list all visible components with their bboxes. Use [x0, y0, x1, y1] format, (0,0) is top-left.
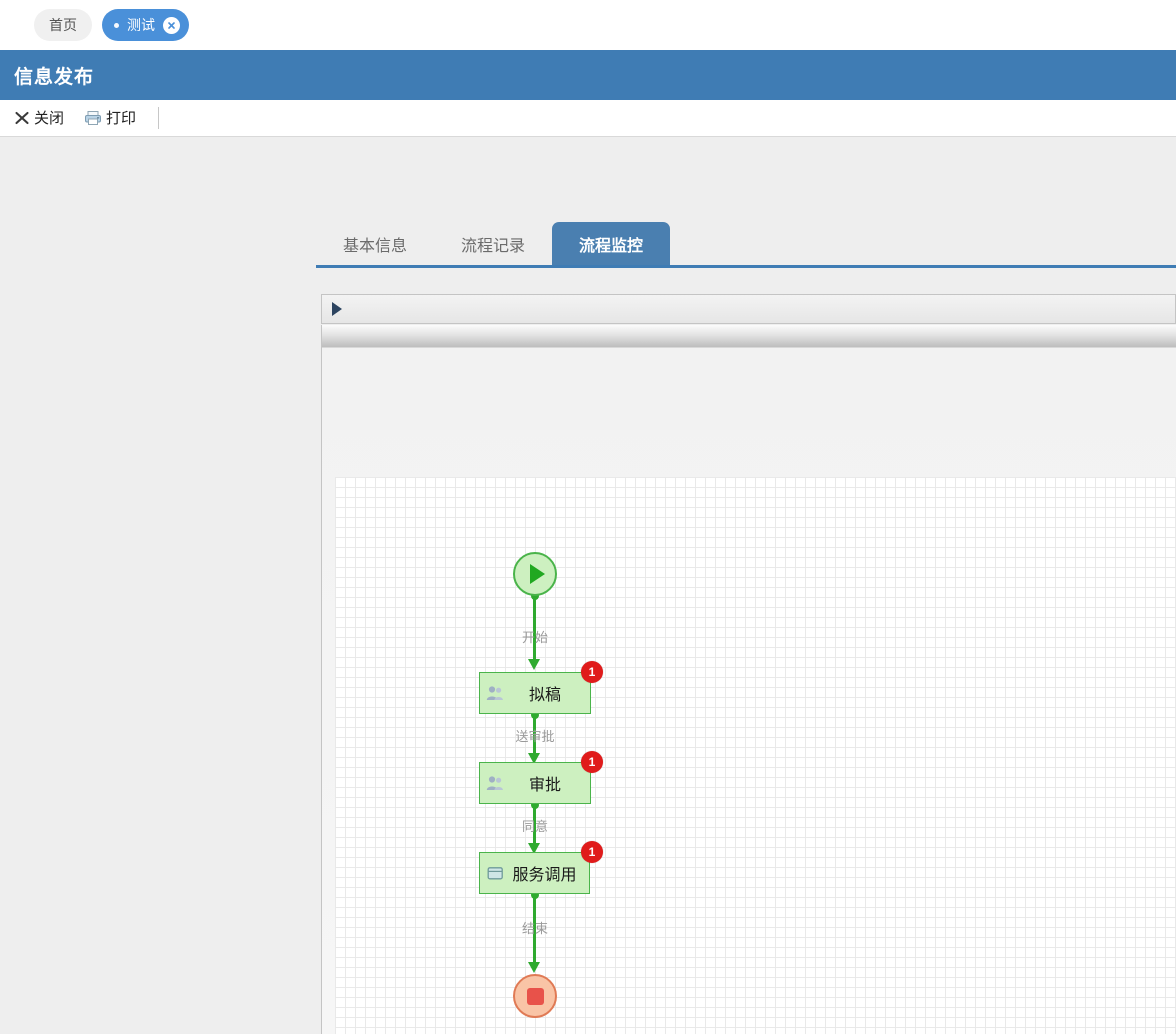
- edge-start-draft: [533, 596, 536, 661]
- edge-draft-approve: [533, 714, 536, 759]
- close-button[interactable]: 关闭: [14, 100, 74, 136]
- content-area: 基本信息 流程记录 流程监控 开始 送审批 同意 结束: [0, 137, 1176, 1034]
- anchor-dot: [531, 592, 539, 600]
- tab-basic-info[interactable]: 基本信息: [316, 222, 434, 265]
- anchor-dot: [531, 801, 539, 809]
- toolbar-divider: [158, 107, 160, 129]
- tab-process-monitor[interactable]: 流程监控: [552, 222, 670, 265]
- status-badge[interactable]: 1: [581, 841, 603, 863]
- flow-node-draft-label: 拟稿: [528, 687, 561, 704]
- status-badge[interactable]: 1: [581, 661, 603, 683]
- edge-label-submit: 送审批: [515, 729, 555, 744]
- status-badge[interactable]: 1: [581, 751, 603, 773]
- tab-process-records[interactable]: 流程记录: [434, 222, 552, 265]
- page-header: 信息发布: [0, 50, 1176, 100]
- tab-process-records-label: 流程记录: [460, 237, 525, 255]
- close-button-label: 关闭: [34, 109, 65, 127]
- edge-approve-service-arrow: [528, 843, 540, 854]
- print-button-label: 打印: [106, 109, 137, 127]
- browser-tab-test[interactable]: 测试: [102, 9, 189, 41]
- window-service-icon: [480, 866, 510, 881]
- flow-node-draft[interactable]: 拟稿 1: [479, 661, 603, 714]
- play-triangle-icon: [530, 564, 545, 584]
- stop-square-icon: [526, 987, 544, 1005]
- flow-node-end[interactable]: [513, 974, 557, 1018]
- printer-icon: [85, 111, 102, 125]
- diagram-toolbar: [321, 294, 1176, 324]
- page-title: 信息发布: [14, 66, 95, 88]
- edge-service-end-arrow: [528, 962, 540, 973]
- flow-node-service-call[interactable]: 服务调用 1: [479, 841, 603, 894]
- print-button[interactable]: 打印: [84, 100, 146, 136]
- browser-tab-home[interactable]: 首页: [34, 9, 92, 41]
- edge-approve-service: [533, 804, 536, 849]
- flow-node-approve-label: 审批: [528, 777, 561, 794]
- close-icon[interactable]: [163, 16, 180, 34]
- flow-node-approve[interactable]: 审批 1: [479, 751, 603, 804]
- flow-node-service-call-label: 服务调用: [512, 867, 577, 884]
- tab-basic-info-label: 基本信息: [342, 237, 407, 255]
- edge-label-end: 结束: [521, 921, 549, 936]
- edge-label-start: 开始: [521, 630, 549, 645]
- flow-node-start[interactable]: [513, 552, 557, 596]
- tab-bar: 基本信息 流程记录 流程监控: [316, 222, 1176, 268]
- flow-canvas[interactable]: 开始 送审批 同意 结束: [335, 477, 1176, 1034]
- edge-start-draft-arrow: [528, 659, 540, 670]
- tab-process-monitor-label: 流程监控: [578, 237, 643, 255]
- play-triangle-icon[interactable]: [332, 302, 342, 316]
- close-x-icon: [15, 111, 29, 125]
- action-toolbar: 关闭 打印: [0, 100, 1176, 137]
- user-group-icon: [480, 685, 510, 701]
- anchor-dot: [531, 711, 539, 719]
- edge-draft-approve-arrow: [528, 753, 540, 764]
- edge-label-agree: 同意: [521, 819, 549, 834]
- close-x-glyph: [168, 21, 175, 29]
- anchor-dot: [531, 891, 539, 899]
- active-dot-icon: [114, 22, 119, 28]
- browser-tab-test-label: 测试: [127, 17, 155, 33]
- browser-tab-strip: 首页 测试: [0, 0, 1176, 50]
- user-group-icon: [480, 775, 510, 791]
- browser-tab-home-label: 首页: [49, 17, 77, 33]
